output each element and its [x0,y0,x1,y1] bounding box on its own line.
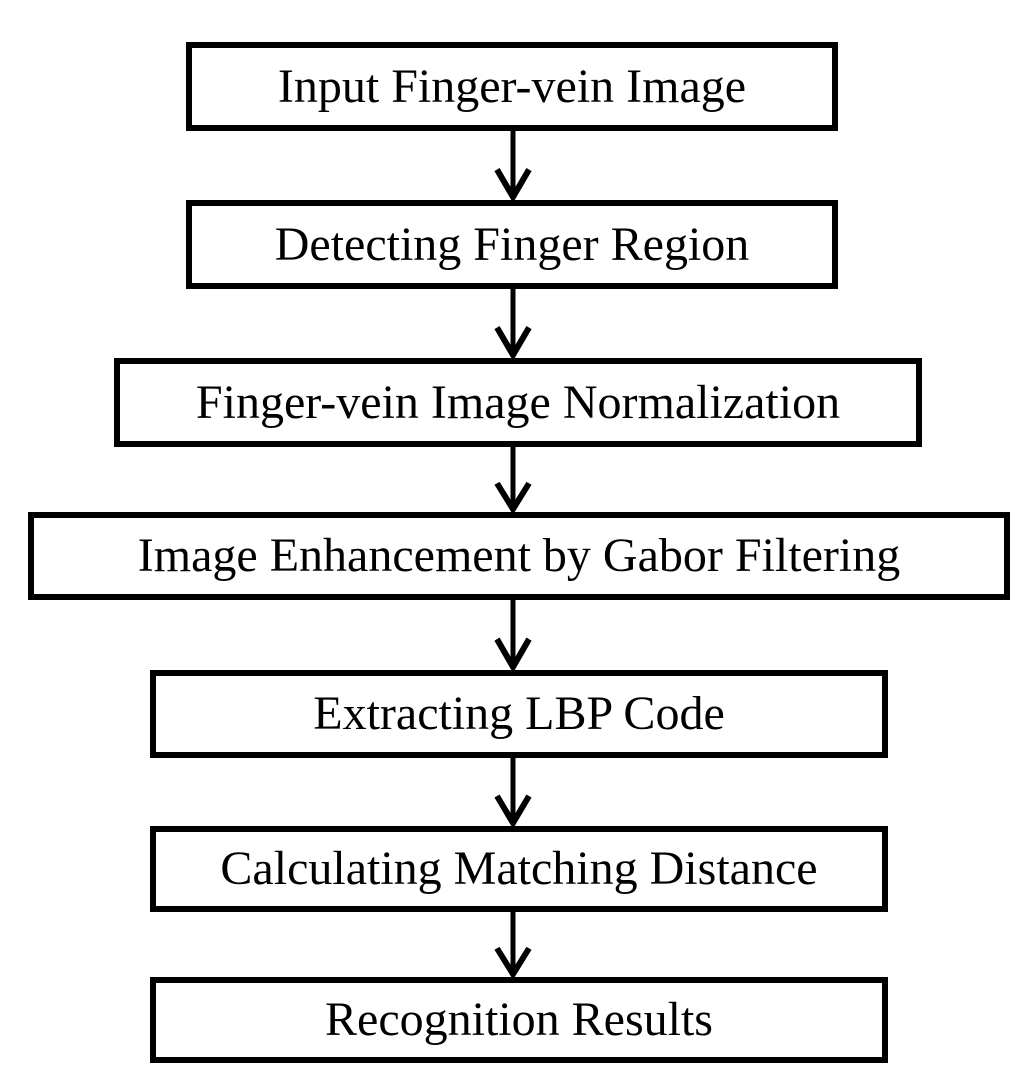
down-arrow-icon [494,289,532,358]
arrow-head [494,481,532,512]
arrow-head [494,637,532,670]
flow-node-detecting-finger-region: Detecting Finger Region [186,200,838,289]
flow-node-extracting-lbp-code: Extracting LBP Code [150,670,888,758]
flow-node-input-finger-vein-image: Input Finger-vein Image [186,42,838,131]
flow-node-image-enhancement-gabor-filtering: Image Enhancement by Gabor Filtering [28,512,1010,600]
down-arrow-icon [494,131,532,200]
flow-node-calculating-matching-distance: Calculating Matching Distance [150,826,888,912]
flow-node-recognition-results: Recognition Results [150,977,888,1063]
arrow-head [494,946,532,977]
down-arrow-icon [494,758,532,826]
arrow-head [494,326,532,358]
arrow-head [494,794,532,826]
flow-node-finger-vein-image-normalization: Finger-vein Image Normalization [114,358,922,447]
down-arrow-icon [494,600,532,670]
down-arrow-icon [494,912,532,977]
arrow-head [494,168,532,200]
down-arrow-icon [494,447,532,512]
